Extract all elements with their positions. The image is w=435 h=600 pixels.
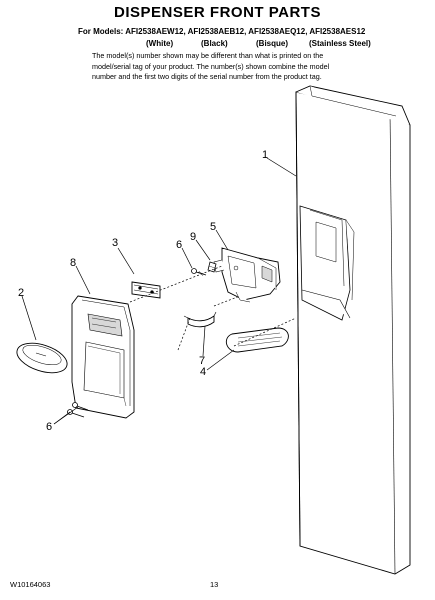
models-line: For Models: AFI2538AEW12, AFI2538AEB12, … [78, 27, 366, 36]
callout-6-upper: 6 [176, 239, 182, 251]
color-white: (White) [146, 39, 174, 48]
part-3-bracket [131, 281, 161, 299]
callout-4: 4 [200, 366, 206, 378]
part-7-lever-arm [183, 311, 217, 328]
callout-3: 3 [112, 237, 118, 249]
callout-9: 9 [190, 231, 196, 243]
part-6-screw-upper [191, 268, 207, 277]
callout-2: 2 [18, 287, 24, 299]
color-bisque: (Bisque) [256, 39, 288, 48]
model-note: The model(s) number shown may be differe… [92, 51, 330, 81]
page-title: DISPENSER FRONT PARTS [114, 4, 321, 21]
callout-5: 5 [210, 221, 216, 233]
part-5-actuator-assembly [213, 247, 281, 303]
part-8-faceplate [71, 295, 135, 419]
callout-7: 7 [199, 355, 205, 367]
color-black: (Black) [201, 39, 228, 48]
page-number: 13 [210, 580, 219, 589]
part-2-drip-tray [16, 342, 68, 374]
callout-1: 1 [262, 149, 268, 161]
callout-6-lower: 6 [46, 421, 52, 433]
part-9-spring-clip [207, 261, 217, 273]
color-stainless: (Stainless Steel) [309, 39, 371, 48]
leader-lines [21, 157, 297, 425]
part-4-grille-paddle [225, 327, 289, 353]
part-1-door-panel [295, 85, 411, 575]
document-number: W10164063 [10, 580, 51, 589]
callout-8: 8 [70, 257, 76, 269]
